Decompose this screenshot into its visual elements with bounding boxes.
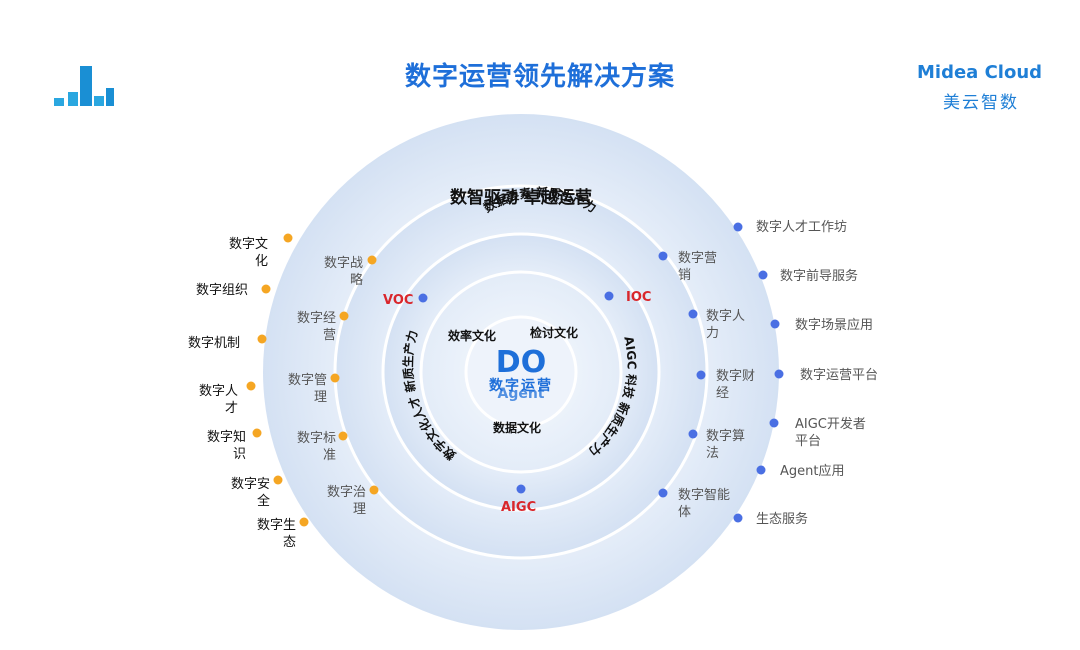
outer-left-dot: [252, 428, 262, 438]
culture-data: 数据文化: [493, 421, 542, 435]
culture-efficiency: 效率文化: [448, 329, 497, 343]
outer-left-dot: [261, 284, 271, 294]
outer-right-label: 数字人才工作坊: [756, 220, 848, 235]
ioc-dot: [604, 291, 614, 301]
center-sub-label: 数字运营: [489, 378, 553, 394]
mid-left-dot: [367, 255, 377, 265]
outer-left-label: 数字安全: [230, 477, 270, 509]
mid-right-dot: [658, 251, 668, 261]
outer-left-label: 数字生态: [256, 518, 296, 550]
outer-right-dot: [756, 465, 766, 475]
outer-left-dot: [257, 334, 267, 344]
outer-right-label: 数字场景应用: [795, 318, 874, 333]
outer-right-label: 数字运营平台: [800, 368, 879, 383]
mid-left-label: 数字经营: [296, 311, 336, 343]
mid-right-label: 数字人力: [706, 309, 746, 341]
outer-left-label: 数字人才: [198, 384, 238, 416]
core-circle: [464, 315, 578, 429]
mid-left-dot: [339, 311, 349, 321]
outer-right-dot: [758, 270, 768, 280]
node-voc: VOC: [383, 293, 414, 308]
outer-right-label: AIGC开发者平台: [795, 417, 866, 449]
mid-right-label: 数字财经: [716, 369, 756, 401]
outer-left-dot: [283, 233, 293, 243]
outer-left-label: 数字文化: [228, 237, 268, 269]
brand-logo: Midea Cloud 美云智数: [905, 62, 1055, 113]
page-title: 数字运营领先解决方案: [404, 62, 675, 92]
node-aigc: AIGC: [501, 500, 537, 515]
mid-right-label: 数字营销: [678, 251, 718, 283]
outer-right-label: Agent应用: [780, 464, 845, 479]
outer-left-dot: [246, 381, 256, 391]
outer-right-dot: [769, 418, 779, 428]
mid-left-label: 数字标准: [296, 431, 336, 463]
aigc-dot: [516, 484, 526, 494]
outer-right-label: 生态服务: [756, 512, 809, 527]
outer-right-dot: [733, 513, 743, 523]
mid-right-dot: [696, 370, 706, 380]
outer-left-label: 数字机制: [187, 336, 240, 351]
brand-name-zh: 美云智数: [943, 93, 1019, 113]
mid-right-label: 数字智能体: [678, 488, 731, 520]
outer-left-label: 数字组织: [195, 283, 248, 298]
mid-left-label: 数字战略: [323, 256, 363, 288]
outer-right-label: 数字前导服务: [780, 269, 859, 284]
mid-right-label: 数字算法: [706, 429, 746, 461]
outer-left-dot: [299, 517, 309, 527]
brand-name-en: Midea Cloud: [917, 62, 1043, 83]
outer-left-dot: [273, 475, 283, 485]
outer-right-dot: [733, 222, 743, 232]
mid-left-dot: [338, 431, 348, 441]
mid-right-dot: [658, 488, 668, 498]
outer-ring-slogan: 数智驱动 卓越运营: [450, 188, 592, 208]
culture-review: 检讨文化: [530, 326, 579, 340]
mid-left-dot: [369, 485, 379, 495]
outer-left-label: 数字知识: [206, 430, 246, 462]
outer-right-dot: [774, 369, 784, 379]
node-ioc: IOC: [626, 290, 652, 305]
mid-left-dot: [330, 373, 340, 383]
mid-left-label: 数字管理: [287, 373, 327, 405]
center-main-label: DO: [495, 345, 547, 380]
mid-left-label: 数字治理: [326, 485, 366, 517]
center-agent-label: Agent: [497, 386, 545, 402]
mid-right-dot: [688, 429, 698, 439]
logo-icon: [52, 62, 118, 112]
mid-right-dot: [688, 309, 698, 319]
outer-right-dot: [770, 319, 780, 329]
voc-dot: [418, 293, 428, 303]
